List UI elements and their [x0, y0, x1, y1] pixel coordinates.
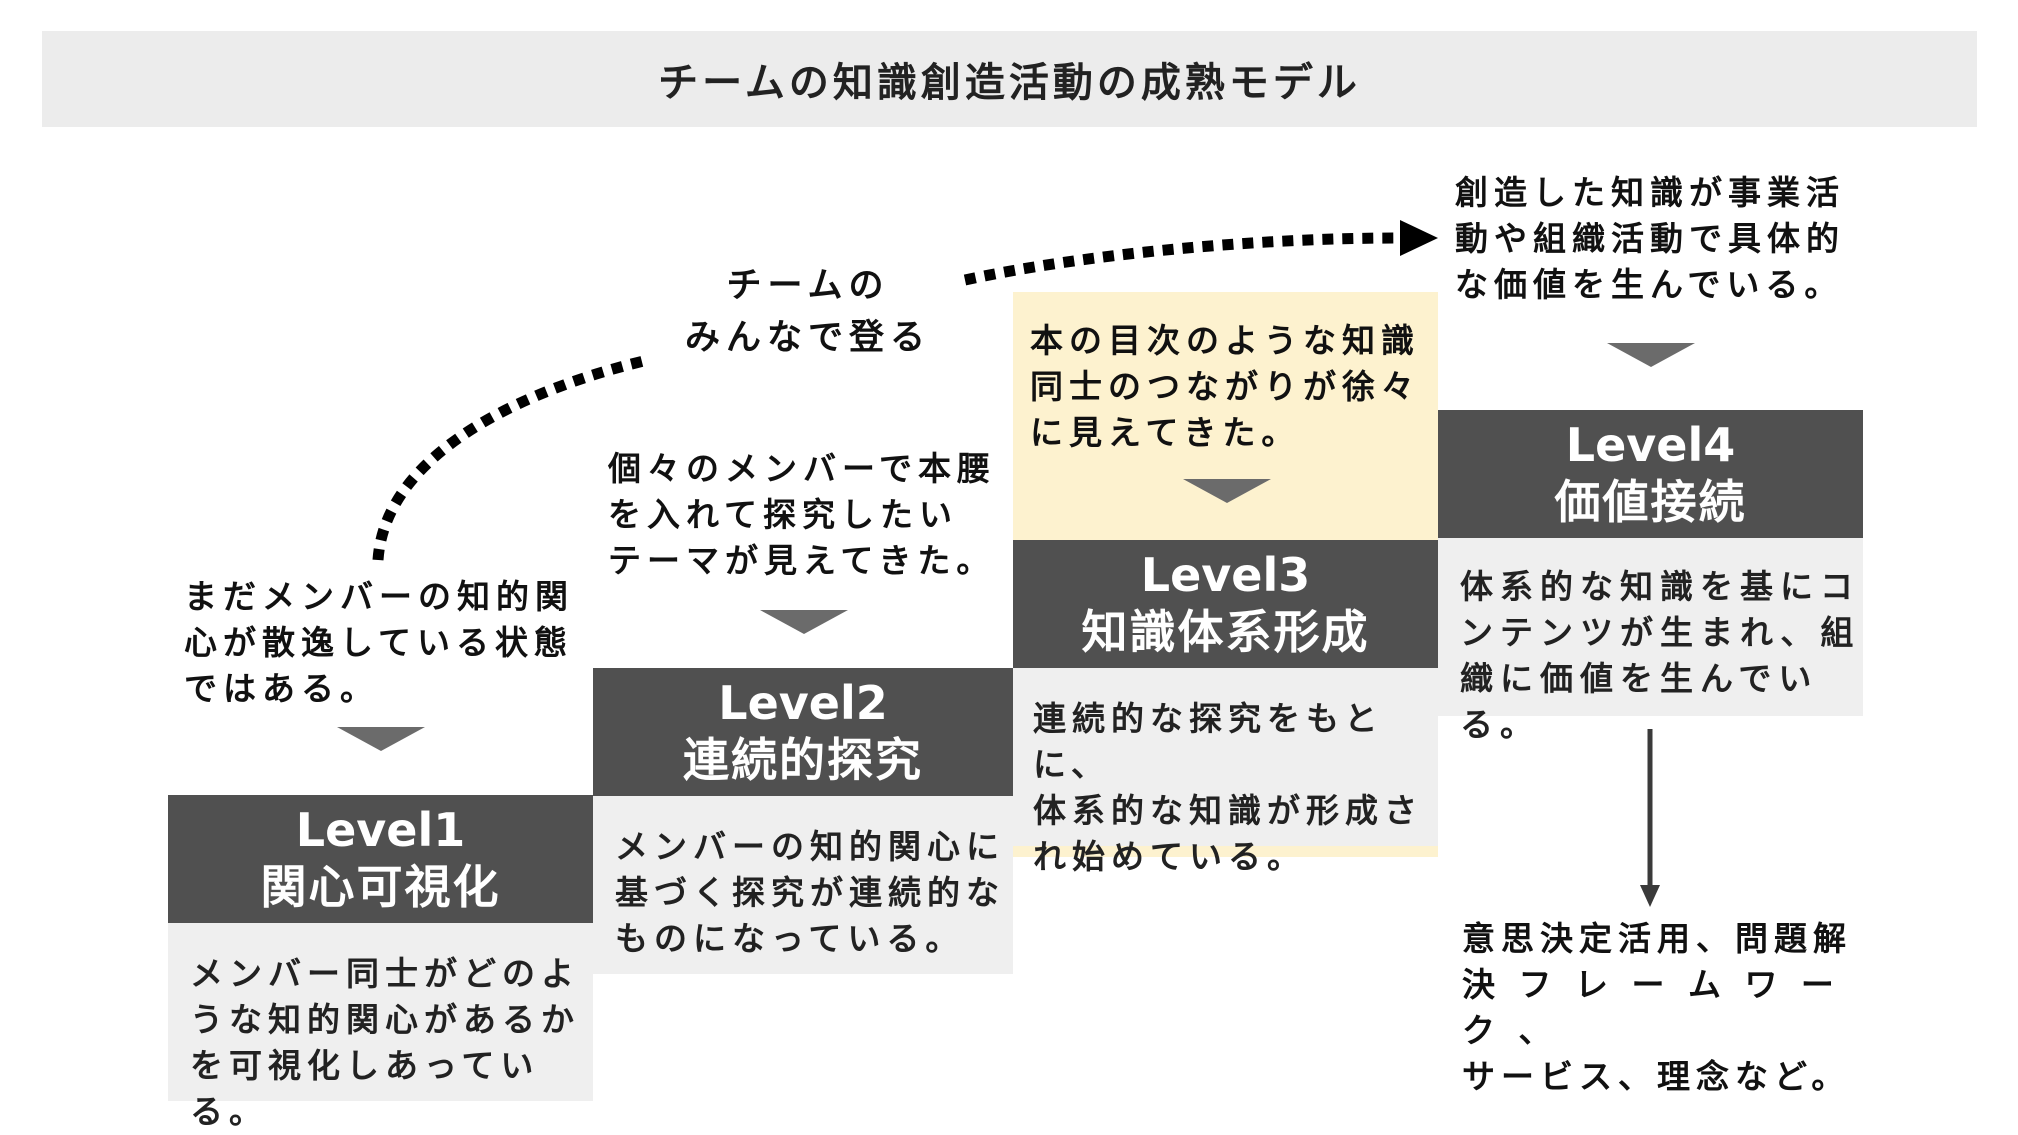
level3-header: Level3 知識体系形成: [1013, 540, 1438, 668]
outcome-arrow-head: [1640, 885, 1660, 907]
climb-arrow-path-lower: [372, 354, 650, 561]
climb-arrow-path-upper: [963, 232, 1401, 286]
level1-before-text: まだメンバーの知的関 心が散逸している状態 ではある。: [184, 577, 574, 708]
level2-down-triangle: [760, 610, 848, 634]
level3-number: Level3: [1140, 547, 1311, 602]
level3-down-triangle: [1183, 479, 1271, 503]
level1-body: メンバー同士がどのよ うな知的関心があるか を可視化しあっている。: [168, 923, 593, 1131]
level4-outcome-text: 意思決定活用、問題解 決 フ レ ー ム ワ ー ク 、 サービス、理念など。: [1462, 919, 1852, 1096]
level1-number: Level1: [295, 802, 466, 857]
level3-before-text: 本の目次のような知識 同士のつながりが徐々 に見えてきた。: [1030, 321, 1420, 452]
title-bar: チームの知識創造活動の成熟モデル: [42, 31, 1977, 127]
level1-name: 関心可視化: [260, 860, 501, 914]
level3-body: 連続的な探究をもとに、 体系的な知識が形成さ れ始めている。: [1013, 668, 1438, 876]
level3-name: 知識体系形成: [1081, 605, 1370, 659]
level2-before-text: 個々のメンバーで本腰 を入れて探究したい テーマが見えてきた。: [608, 449, 997, 580]
level4-name: 価値接続: [1554, 475, 1747, 529]
level2-number: Level2: [718, 675, 888, 730]
outcome-arrow: [1640, 729, 1660, 907]
diagram-title: チームの知識創造活動の成熟モデル: [658, 60, 1361, 106]
climb-label: チームの みんなで登る: [684, 266, 931, 358]
level1-down-triangle: [337, 727, 425, 751]
level2-name: 連続的探究: [683, 733, 923, 787]
level1-header: Level1 関心可視化: [168, 795, 593, 923]
level2-body: メンバーの知的関心に 基づく探究が連続的な ものになっている。: [593, 796, 1013, 974]
level4-before-text: 創造した知識が事業活 動や組織活動で具体的 な価値を生んでいる。: [1455, 173, 1845, 304]
level4-down-triangle: [1607, 343, 1695, 367]
climb-arrow-head: [1400, 220, 1438, 256]
level4-header: Level4 価値接続: [1438, 410, 1863, 538]
level2-header: Level2 連続的探究: [593, 668, 1013, 796]
level4-number: Level4: [1565, 417, 1736, 472]
level4-body: 体系的な知識を基にコ ンテンツが生まれ、組 織に価値を生んでいる。: [1438, 538, 1863, 744]
